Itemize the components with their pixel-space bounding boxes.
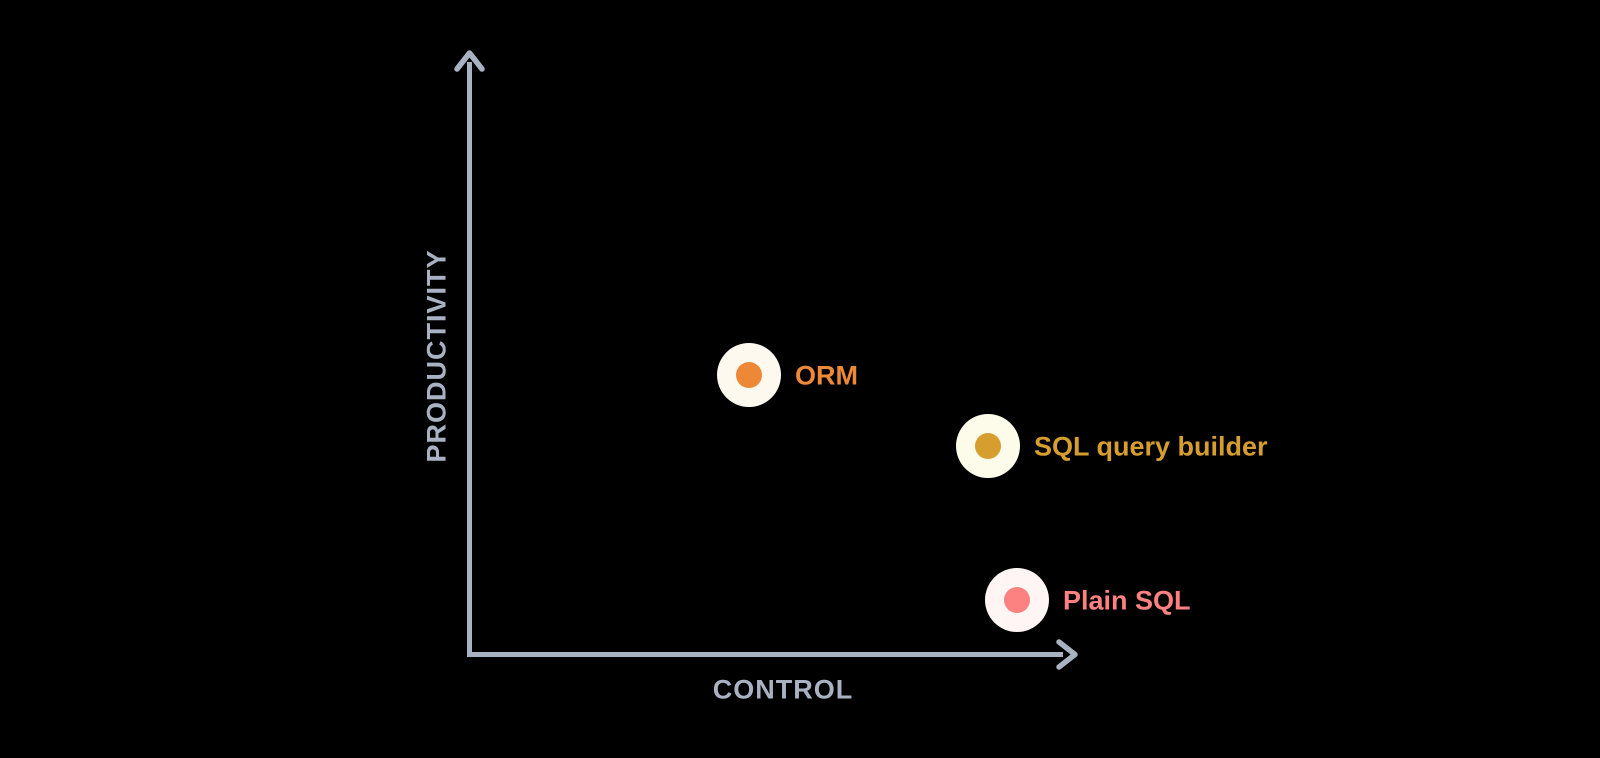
point-label: ORM (795, 360, 858, 391)
point-dot (1004, 587, 1030, 613)
point-label: Plain SQL (1063, 585, 1191, 616)
x-axis-label: CONTROL (712, 674, 854, 705)
y-axis-label: PRODUCTIVITY (421, 249, 452, 463)
point-dot (975, 433, 1001, 459)
point-label: SQL query builder (1034, 431, 1268, 462)
point-dot (736, 362, 762, 388)
y-axis-arrowhead-icon (454, 50, 485, 72)
x-axis-arrowhead-icon (1056, 639, 1078, 670)
